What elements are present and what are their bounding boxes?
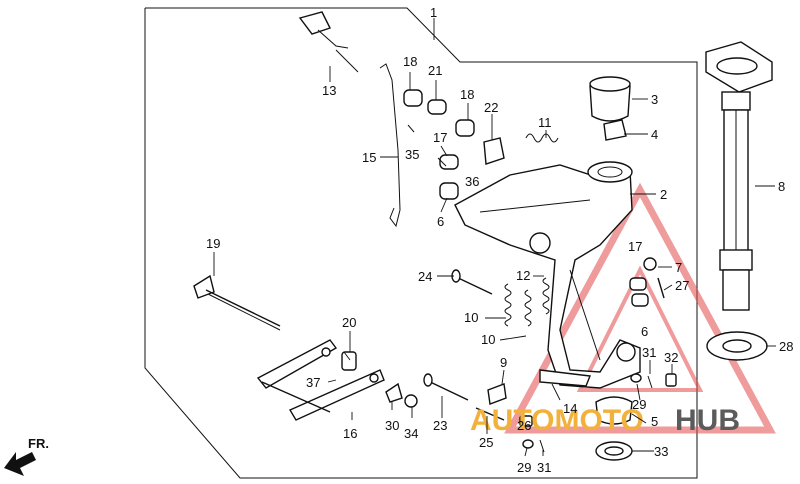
leader-lines xyxy=(213,18,776,457)
clip-4 xyxy=(603,119,627,141)
callout-10b: 10 xyxy=(481,332,495,347)
callout-5: 5 xyxy=(651,414,658,429)
callout-35: 35 xyxy=(405,147,419,162)
callout-29b: 29 xyxy=(517,460,531,475)
callout-17b: 17 xyxy=(628,239,642,254)
callout-28: 28 xyxy=(779,339,793,354)
callout-26: 26 xyxy=(517,418,531,433)
callout-19: 19 xyxy=(206,236,220,251)
callout-1: 1 xyxy=(430,5,437,20)
callout-16: 16 xyxy=(343,426,357,441)
callout-10: 10 xyxy=(464,310,478,325)
direction-label: FR. xyxy=(28,436,49,451)
callout-20: 20 xyxy=(342,315,356,330)
plates-9-14 xyxy=(487,369,591,405)
watermark: AUTOMOTO HUB xyxy=(470,404,740,437)
springs-10-12 xyxy=(504,277,550,327)
callout-29: 29 xyxy=(632,397,646,412)
spring-11 xyxy=(525,133,559,143)
shaft-19 xyxy=(193,274,281,331)
callout-22: 22 xyxy=(484,100,498,115)
link-bracket-16 xyxy=(256,339,385,421)
rod-15 xyxy=(379,63,401,228)
callout-15: 15 xyxy=(362,150,376,165)
callout-33: 33 xyxy=(654,444,668,459)
callout-4: 4 xyxy=(651,127,658,142)
callout-9: 9 xyxy=(500,355,507,370)
callout-34: 34 xyxy=(404,426,418,441)
lower-fittings xyxy=(519,373,677,461)
callout-6: 6 xyxy=(437,214,444,229)
callout-11: 11 xyxy=(538,115,552,130)
callout-25: 25 xyxy=(479,435,493,450)
right-fittings xyxy=(629,257,665,307)
callout-6b: 6 xyxy=(641,324,648,339)
lever-13 xyxy=(298,11,359,73)
callout-31b: 31 xyxy=(537,460,551,475)
bushing-3 xyxy=(589,76,631,122)
callout-30: 30 xyxy=(385,418,399,433)
callout-12: 12 xyxy=(516,268,530,283)
callout-36: 36 xyxy=(465,174,479,189)
callout-2: 2 xyxy=(660,187,667,202)
callout-8: 8 xyxy=(778,179,785,194)
steering-shaft xyxy=(705,41,773,311)
callout-14: 14 xyxy=(563,401,577,416)
callouts: 1 2 3 4 5 6 6 7 8 9 10 10 11 12 13 14 15… xyxy=(206,5,793,475)
callout-3: 3 xyxy=(651,92,658,107)
callout-27: 27 xyxy=(675,278,689,293)
watermark-part1: AUTOMOTO xyxy=(470,404,644,437)
callout-32: 32 xyxy=(664,350,678,365)
callout-24: 24 xyxy=(418,269,432,284)
bolts xyxy=(423,269,505,421)
washer-28 xyxy=(706,331,768,361)
callout-31: 31 xyxy=(642,345,656,360)
watermark-triangle xyxy=(504,182,776,434)
callout-17: 17 xyxy=(433,130,447,145)
callout-7: 7 xyxy=(675,260,682,275)
front-direction-arrow: FR. xyxy=(4,436,49,476)
callout-21: 21 xyxy=(428,63,442,78)
watermark-part2: HUB xyxy=(675,404,740,437)
callout-18b: 18 xyxy=(460,87,474,102)
callout-23: 23 xyxy=(433,418,447,433)
callout-18: 18 xyxy=(403,54,417,69)
callout-37: 37 xyxy=(306,375,320,390)
callout-13: 13 xyxy=(322,83,336,98)
fasteners-left xyxy=(341,351,418,408)
bushings-small xyxy=(403,89,505,200)
swivel-case xyxy=(454,161,641,389)
assembly-outline xyxy=(144,7,698,479)
